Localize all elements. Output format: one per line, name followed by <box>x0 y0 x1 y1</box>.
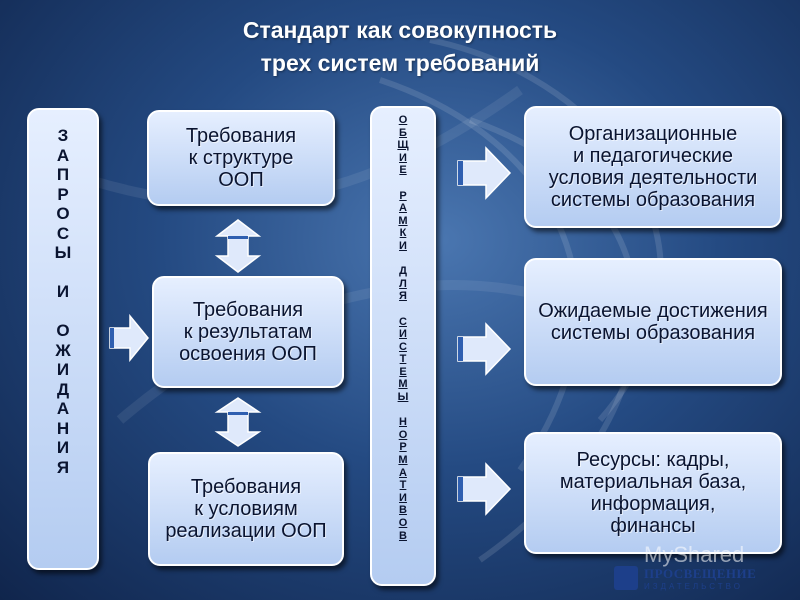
vertical-letter: В <box>399 529 407 542</box>
vertical-letter: Ы <box>54 243 72 262</box>
vertical-letter: А <box>56 145 70 165</box>
title-line-2: трех систем требований <box>260 50 540 76</box>
expected-achievements-box: Ожидаемые достижения системы образования <box>524 258 782 386</box>
vertical-letter: И <box>56 438 70 457</box>
box-line: финансы <box>610 515 696 537</box>
watermark-site: MyShared <box>644 542 745 567</box>
vertical-letter: Ж <box>55 340 71 360</box>
vertical-letter: А <box>399 466 407 479</box>
vertical-letter: Ы <box>397 391 409 404</box>
vertical-letter: И <box>399 491 407 504</box>
box-line: и педагогические <box>572 145 734 167</box>
organizational-conditions-box: Организационные и педагогические условия… <box>524 106 782 228</box>
vertical-letter: Н <box>56 418 70 438</box>
box-line: Требования <box>190 476 302 498</box>
box-line: Требования <box>185 125 297 147</box>
vertical-letter: Щ <box>397 139 409 152</box>
watermark: MyShared ПРОСВЕЩЕНИЕ ИЗДАТЕЛЬСТВО <box>608 536 798 596</box>
watermark-publisher: ПРОСВЕЩЕНИЕ <box>644 566 757 581</box>
vertical-letter: С <box>399 315 407 328</box>
right-arrow-icon <box>457 462 512 516</box>
vertical-letter: Т <box>399 353 407 366</box>
right-arrow-icon <box>109 314 149 362</box>
vertical-letter: К <box>399 227 407 240</box>
vertical-letter: И <box>399 239 407 252</box>
vertical-letter: М <box>398 378 408 391</box>
vertical-letter: Т <box>399 479 407 492</box>
publisher-logo-icon <box>614 566 638 590</box>
box-line: Ресурсы: кадры, <box>576 449 730 471</box>
vertical-letter: И <box>56 360 70 379</box>
vertical-letter: Р <box>57 184 69 204</box>
vertical-letter: И <box>56 282 70 301</box>
vertical-letter: Е <box>399 164 407 177</box>
box-line: материальная база, <box>559 471 747 493</box>
vertical-letter: О <box>398 517 408 529</box>
vertical-letter: М <box>398 454 408 467</box>
box-line: Ожидаемые достижения <box>538 300 768 322</box>
double-vertical-arrow-icon <box>214 219 262 273</box>
vertical-letter: Я <box>56 457 70 477</box>
vertical-letter: П <box>56 165 70 184</box>
vertical-letter: Е <box>399 365 407 378</box>
vertical-letter: О <box>56 204 70 223</box>
double-vertical-arrow-icon <box>214 397 262 447</box>
vertical-letter: Д <box>399 265 407 278</box>
box-line: реализации ООП <box>165 520 327 542</box>
box-line: системы образования <box>550 189 756 211</box>
vertical-letter: С <box>56 223 70 243</box>
box-line: условия деятельности <box>548 167 758 189</box>
vertical-letter: С <box>399 340 407 353</box>
vertical-letter: О <box>56 321 70 340</box>
resources-box: Ресурсы: кадры, материальная база, инфор… <box>524 432 782 554</box>
results-requirements-box: Требования к результатам освоения ООП <box>152 276 344 388</box>
vertical-letter: Н <box>399 416 407 429</box>
vertical-letter: Л <box>399 277 407 290</box>
vertical-letter: Р <box>399 189 407 202</box>
vertical-letter: В <box>399 504 407 517</box>
vertical-letter: Я <box>399 290 407 303</box>
structure-requirements-box: Требования к структуре ООП <box>147 110 335 206</box>
vertical-letter: Б <box>399 126 407 139</box>
box-line: Требования <box>192 299 304 321</box>
watermark-publisher-sub: ИЗДАТЕЛЬСТВО <box>644 582 743 591</box>
vertical-letter: О <box>398 428 408 441</box>
vertical-letter: А <box>399 202 407 215</box>
box-line: освоения ООП <box>179 343 317 365</box>
vertical-letter: И <box>399 151 407 164</box>
conditions-requirements-box: Требования к условиям реализации ООП <box>148 452 344 566</box>
box-line: к результатам <box>183 321 313 343</box>
slide-title: Стандарт как совокупность трех систем тр… <box>150 14 650 80</box>
vertical-letter: А <box>56 399 70 418</box>
vertical-letter: З <box>57 126 69 145</box>
right-arrow-icon <box>457 322 512 376</box>
vertical-letter: Д <box>56 379 70 399</box>
box-line: к условиям <box>194 498 298 520</box>
title-line-1: Стандарт как совокупность <box>242 17 558 43</box>
vertical-letter: Р <box>399 441 407 454</box>
box-line: системы образования <box>550 322 756 344</box>
box-line: к структуре <box>188 147 294 169</box>
vertical-letter: М <box>398 214 408 227</box>
right-arrow-icon <box>457 146 512 200</box>
box-line: Организационные <box>568 123 738 145</box>
vertical-letter: О <box>398 114 408 126</box>
vertical-letter: И <box>399 328 407 341</box>
box-line: информация, <box>590 493 716 515</box>
box-line: ООП <box>218 169 264 191</box>
